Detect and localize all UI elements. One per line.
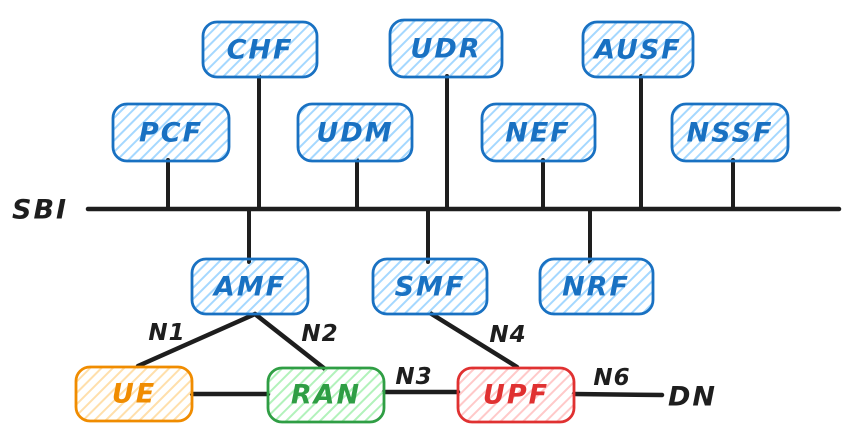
node-udm-box <box>296 102 414 163</box>
node-udr-label: UDR <box>410 34 481 65</box>
node-smf-box <box>371 257 489 316</box>
node-nrf-box <box>538 257 655 316</box>
link-n2-ran-amf <box>252 311 328 372</box>
node-ausf: AUSF <box>581 20 695 79</box>
link-n4-smf-upf <box>427 310 520 370</box>
node-nef-label: NEF <box>505 118 570 149</box>
dn-label: DN <box>668 382 717 413</box>
node-ausf-label: AUSF <box>592 35 682 66</box>
node-pcf-box <box>111 102 231 163</box>
node-udr-box <box>388 18 504 79</box>
node-nef: NEF <box>480 102 597 163</box>
node-ue-box <box>74 365 194 423</box>
node-chf: CHF <box>201 20 319 79</box>
node-smf: SMF <box>371 257 489 316</box>
node-nssf-box <box>670 102 790 163</box>
node-udm-label: UDM <box>316 118 393 149</box>
node-ausf-box <box>581 20 695 79</box>
node-smf-label: SMF <box>395 272 466 303</box>
label-n6: N6 <box>593 365 630 391</box>
node-amf-label: AMF <box>212 272 286 303</box>
node-upf: UPF <box>456 366 576 424</box>
node-udr: UDR <box>388 18 504 79</box>
node-upf-label: UPF <box>483 380 549 411</box>
node-nrf-label: NRF <box>562 272 630 303</box>
node-upf-box <box>456 366 576 424</box>
node-amf: AMF <box>190 257 310 316</box>
label-n2: N2 <box>301 321 338 347</box>
link-n6-upf-dn <box>571 391 665 398</box>
node-chf-box <box>201 20 319 79</box>
node-ran-box <box>266 366 386 424</box>
label-n3: N3 <box>395 364 432 390</box>
label-n1: N1 <box>148 320 185 346</box>
node-amf-box <box>190 257 310 316</box>
node-nssf: NSSF <box>670 102 790 163</box>
node-ue-label: UE <box>112 379 156 410</box>
node-ue: UE <box>74 365 194 423</box>
label-n4: N4 <box>489 322 526 348</box>
node-nssf-label: NSSF <box>687 118 774 149</box>
node-udm: UDM <box>296 102 414 163</box>
node-ran: RAN <box>266 366 386 424</box>
node-pcf-label: PCF <box>139 118 203 149</box>
node-nrf: NRF <box>538 257 655 316</box>
node-chf-label: CHF <box>227 35 294 66</box>
sbi-bus-label: SBI <box>12 195 68 226</box>
node-nef-box <box>480 102 597 163</box>
link-n1-ue-amf <box>135 311 258 369</box>
node-ran-label: RAN <box>291 380 361 411</box>
node-pcf: PCF <box>111 102 231 163</box>
